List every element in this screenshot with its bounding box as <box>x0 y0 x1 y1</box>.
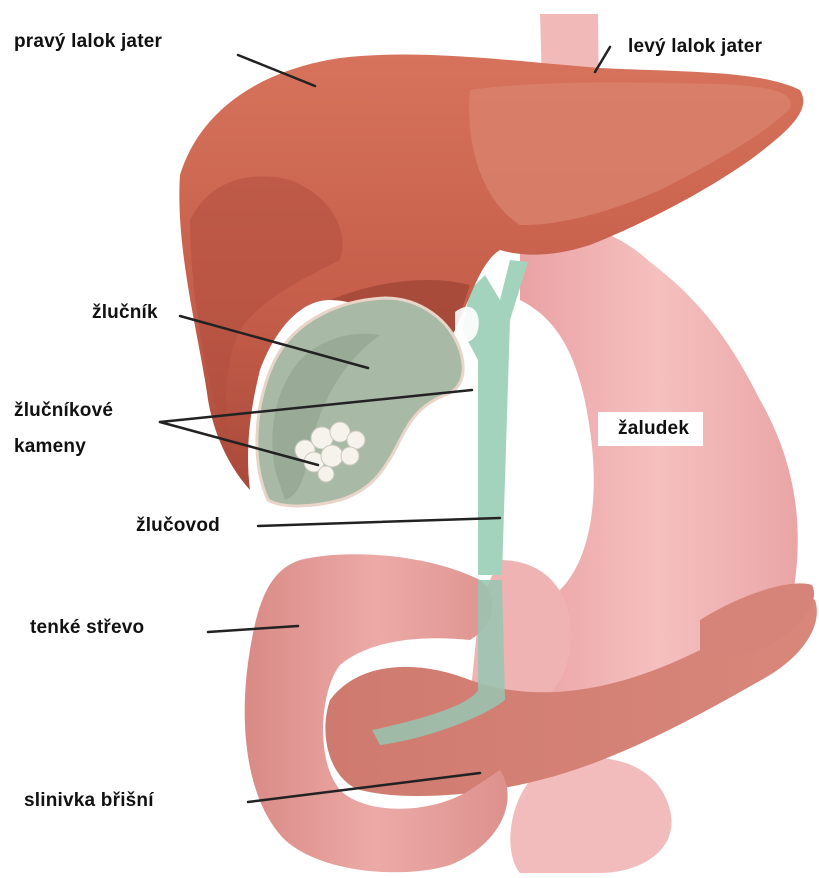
label-left-liver-lobe: levý lalok jater <box>628 36 762 58</box>
gallstone <box>347 431 365 449</box>
gallstone <box>341 447 359 465</box>
label-stomach: žaludek <box>598 412 703 446</box>
label-right-liver-lobe: pravý lalok jater <box>14 31 162 53</box>
label-pancreas: slinivka břišní <box>24 790 154 812</box>
leader-line-bile-duct <box>258 518 500 526</box>
label-bile-duct: žlučovod <box>136 515 220 537</box>
label-gallbladder: žlučník <box>92 302 158 324</box>
gallstone <box>318 466 334 482</box>
gallstone <box>321 445 343 467</box>
label-small-intestine: tenké střevo <box>30 617 144 639</box>
label-gallstones-line2: kameny <box>14 436 86 458</box>
bile-duct <box>462 260 528 575</box>
label-gallstones-line1: žlučníkové <box>14 400 113 422</box>
